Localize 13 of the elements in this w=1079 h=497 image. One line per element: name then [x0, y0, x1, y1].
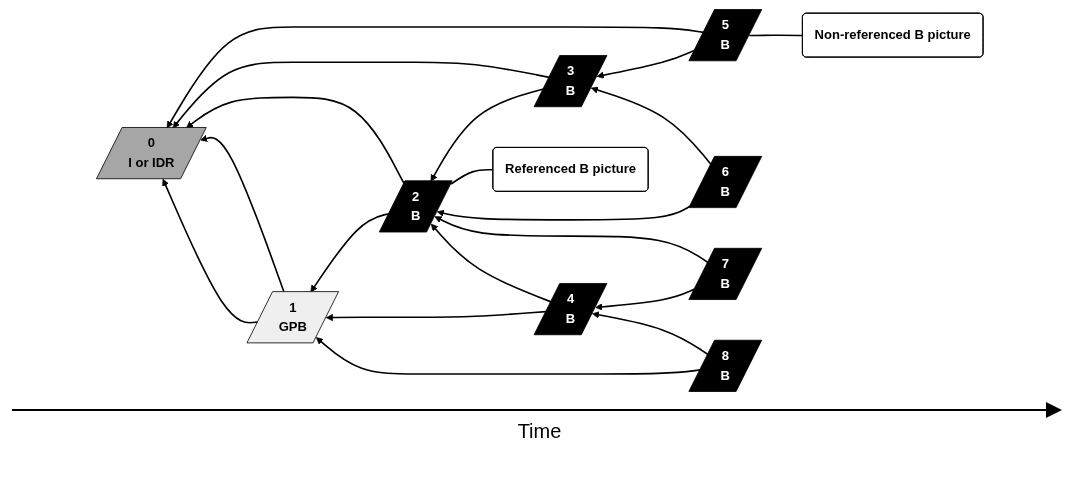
arrow: [325, 310, 547, 321]
arrow: [436, 204, 691, 221]
connector: [450, 168, 494, 185]
arrow: [434, 215, 709, 263]
arrow: [590, 86, 712, 165]
arrow: [591, 310, 709, 355]
arrow: [172, 60, 550, 128]
arrow: [199, 134, 285, 293]
arrow: [310, 212, 390, 292]
axis-label: Time: [517, 420, 562, 443]
arrow: [185, 96, 405, 184]
arrow: [430, 223, 552, 303]
connector: [748, 33, 804, 36]
